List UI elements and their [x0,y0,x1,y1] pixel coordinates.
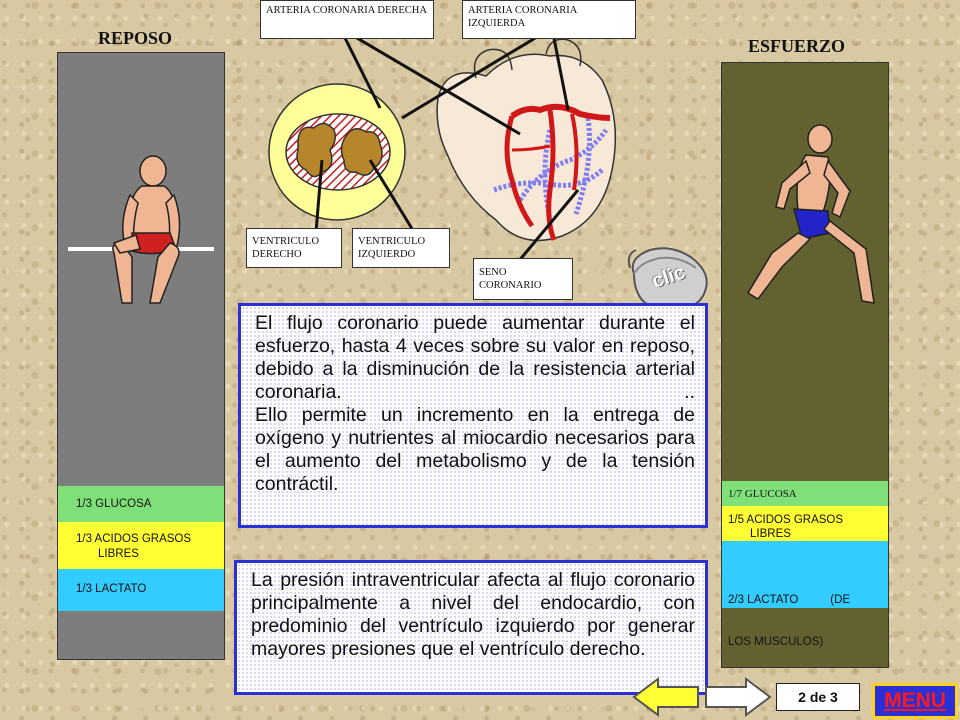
rest-column: 1/3 GLUCOSA 1/3 ACIDOS GRASOS LIBRES 1/3… [57,52,225,660]
second-textbox: La presión intraventricular afecta al fl… [234,560,708,695]
pointer-coronary-sinus [516,189,580,263]
label-left-coronary-artery: ARTERIA CORONARIA IZQUIERDA [462,0,636,39]
menu-button[interactable]: MENU [872,683,958,719]
next-arrow-button[interactable] [704,677,772,717]
effort-title: ESFUERZO [748,36,846,56]
label-right-coronary-artery: ARTERIA CORONARIA DERECHA [260,0,434,39]
effort-glucose: 1/7 GLUCOSA [722,481,888,506]
main-text-p2: Ello permite un incremento en la entrega… [255,404,695,495]
pointer-right-coronary-cross [338,27,382,109]
prev-arrow-button[interactable] [632,677,700,717]
pointer-left-coronary-artery [550,27,570,111]
clic-button[interactable]: clic [626,244,712,316]
pointer-right-coronary-artery [339,26,521,136]
rest-fatty-acids: 1/3 ACIDOS GRASOS LIBRES [58,522,224,569]
effort-fatty-acids: 1/5 ACIDOS GRASOS LIBRES [722,506,888,541]
rest-lactate: 1/3 LACTATO [58,569,224,611]
label-right-ventricle: VENTRICULO DERECHO [246,228,342,268]
pointer-left-ventricle [368,159,416,233]
main-text-p1: El flujo coronario puede aumentar durant… [255,312,695,403]
label-left-ventricle: VENTRICULO IZQUIERDO [352,228,450,268]
effort-column: 1/7 GLUCOSA 1/5 ACIDOS GRASOS LIBRES 2/3… [721,62,889,668]
rest-title: REPOSO [98,28,173,48]
heart-diagram [268,26,617,263]
pointer-left-coronary-cross [401,26,553,120]
right-ventricle-cavity [296,122,337,178]
pointer-right-ventricle [314,159,324,233]
page-indicator: 2 de 3 [776,683,860,711]
label-coronary-sinus: SENO CORONARIO [473,258,573,300]
sitting-person-icon [68,155,214,304]
effort-lactate: 2/3 LACTATO (DE LOS MUSCULOS) [722,541,888,648]
running-person-icon [746,124,875,304]
rest-glucose: 1/3 GLUCOSA [58,486,224,522]
heart-outline [436,53,617,242]
second-text: La presión intraventricular afecta al fl… [251,569,695,660]
mouse-icon [627,247,708,312]
main-textbox: El flujo coronario puede aumentar durant… [238,303,708,528]
